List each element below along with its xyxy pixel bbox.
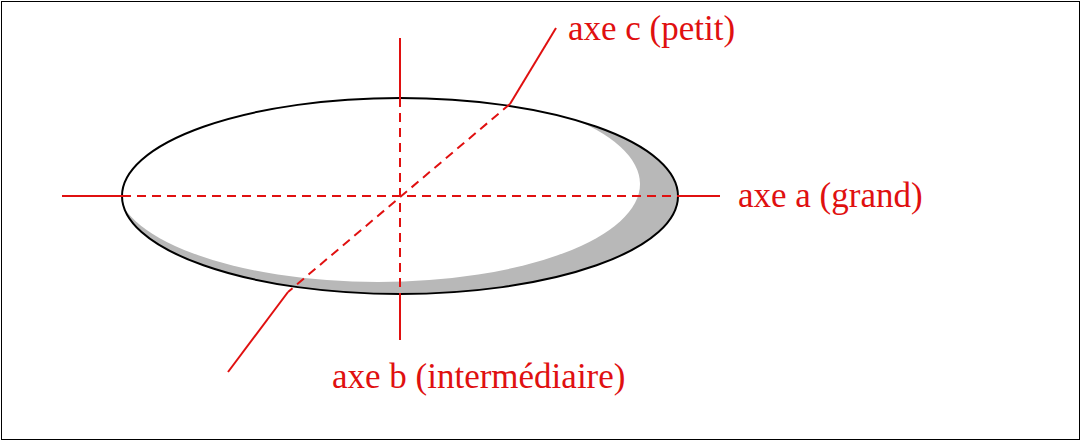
axis-label: axe c (petit) bbox=[566, 10, 737, 49]
axis-label: axe b (intermédiaire) bbox=[330, 358, 627, 397]
axis-label: axe a (grand) bbox=[736, 177, 925, 216]
